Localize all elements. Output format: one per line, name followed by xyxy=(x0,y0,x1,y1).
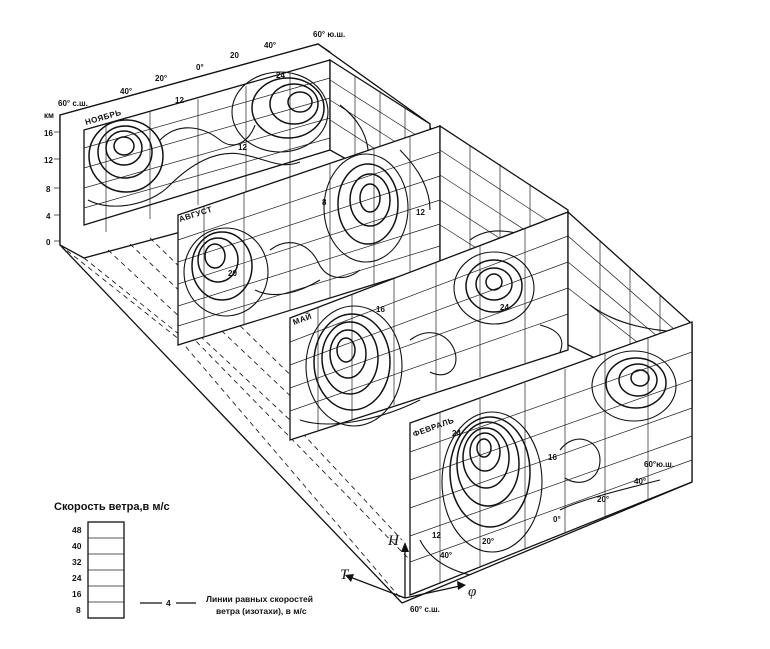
back-latitude-labels: 60° с.ш. 40° 20° 0° 20 40° 60° ю.ш. xyxy=(58,30,345,108)
legend-scale-value: 16 xyxy=(72,589,82,599)
isotach-label: 8 xyxy=(322,198,327,207)
height-tick: 16 xyxy=(44,129,53,138)
height-tick: 0 xyxy=(46,238,51,247)
lat-label: 20° xyxy=(597,495,609,504)
lat-label: 40° xyxy=(264,41,276,50)
lat-label: 0° xyxy=(553,515,561,524)
isotach-label: 16 xyxy=(376,305,385,314)
front-latitude-labels: 60° с.ш. 40° 20° 0° 20° 40° 60°ю.ш. xyxy=(410,460,674,614)
isotach-label: 12 xyxy=(416,208,425,217)
isotach-label: 12 xyxy=(238,143,247,152)
lat-label: 40° xyxy=(440,551,452,560)
height-tick: 4 xyxy=(46,212,51,221)
legend-scale-value: 48 xyxy=(72,525,82,535)
isotach-label: 24 xyxy=(452,429,461,438)
height-axis: км 16 12 8 4 0 xyxy=(44,111,60,247)
isotach-label: 16 xyxy=(548,453,557,462)
legend-title: Скорость ветра,в м/с xyxy=(54,501,170,513)
isotach-label: 24 xyxy=(276,71,285,80)
isotach-label: 12 xyxy=(175,96,184,105)
height-unit: км xyxy=(44,111,54,120)
lat-label: 0° xyxy=(196,63,204,72)
lat-label: 20° xyxy=(155,74,167,83)
axis-letter-height: H xyxy=(387,533,400,549)
legend-scale-value: 40 xyxy=(72,541,82,551)
axis-letter-latitude: φ xyxy=(468,584,476,600)
legend-scale-value: 32 xyxy=(72,557,82,567)
lat-label: 60° с.ш. xyxy=(410,605,440,614)
height-tick: 8 xyxy=(46,185,51,194)
isotach-label: 12 xyxy=(432,531,441,540)
isotach-caption-line2: ветра (изотахи), в м/с xyxy=(216,606,307,616)
height-tick: 12 xyxy=(44,156,53,165)
legend: Скорость ветра,в м/с 48 40 32 24 16 8 4 … xyxy=(54,501,313,619)
lat-label: 40° xyxy=(120,87,132,96)
panel-february: ФЕВРАЛЬ 24 16 12 xyxy=(409,321,693,596)
lat-label: 60° ю.ш. xyxy=(313,30,345,39)
legend-scale-value: 8 xyxy=(76,605,81,615)
isotach-caption-line1: Линии равных скоростей xyxy=(206,594,313,604)
isotach-label: 24 xyxy=(500,303,509,312)
lat-label: 60°ю.ш. xyxy=(644,460,674,469)
legend-scale-value: 24 xyxy=(72,573,82,583)
lat-label: 20° xyxy=(482,537,494,546)
lat-label: 60° с.ш. xyxy=(58,99,88,108)
axis-letter-time: T xyxy=(340,567,350,583)
panel-november: НОЯБРЬ 12 24 12 xyxy=(59,43,431,259)
lat-label: 20 xyxy=(230,51,239,60)
isotach-label: 20 xyxy=(228,269,237,278)
axes-arrows: H T φ xyxy=(340,533,476,600)
lat-label: 40° xyxy=(634,477,646,486)
isotach-sample-value: 4 xyxy=(166,598,171,608)
